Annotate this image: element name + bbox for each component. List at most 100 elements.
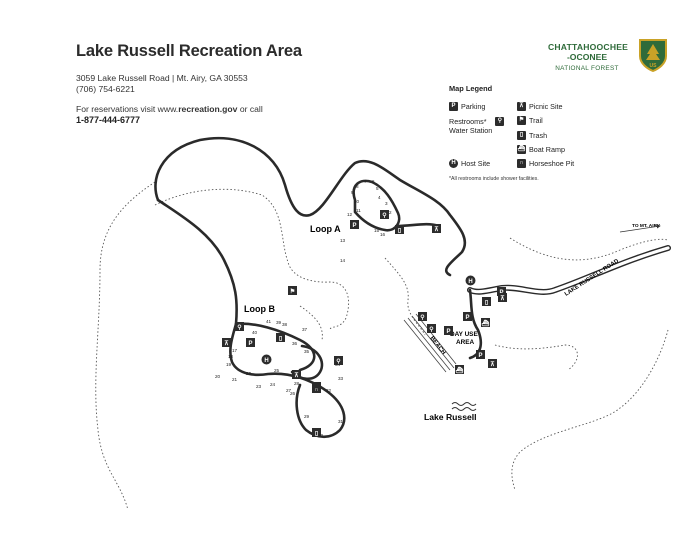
loop-a-label: Loop A	[310, 224, 341, 234]
campsite-number: 3	[385, 201, 388, 206]
campsite-number: 37	[302, 327, 308, 332]
svg-text:⊼: ⊼	[224, 340, 228, 347]
host-site-icon: H	[261, 354, 272, 365]
campsite-number: 10	[354, 199, 360, 204]
trail-icon: ⚑	[517, 116, 526, 125]
boat-ramp-icon: ⛴	[481, 318, 490, 327]
lake-wave-icon	[451, 402, 477, 411]
campsite-number: 22	[246, 371, 252, 376]
svg-text:H: H	[264, 358, 268, 364]
reservations-suffix: or call	[237, 104, 263, 114]
trash-icon: ▯	[482, 297, 491, 306]
phone-toll-free: 1-877-444-6777	[76, 115, 141, 125]
svg-text:▯: ▯	[398, 228, 401, 234]
campsite-number: 13	[340, 238, 346, 243]
campsite-number: 26	[290, 391, 296, 396]
legend-trail: ⚑Trail	[517, 116, 543, 125]
svg-text:⚲: ⚲	[237, 324, 241, 331]
legend-trash: ▯Trash	[517, 131, 547, 140]
campsite-number: 12	[347, 212, 353, 217]
campsite-number: 30	[318, 433, 324, 438]
campsite-number: 39	[276, 320, 282, 325]
svg-text:⊼: ⊼	[294, 372, 298, 379]
page-title: Lake Russell Recreation Area	[76, 42, 302, 60]
legend-label: Restrooms*	[449, 117, 487, 126]
svg-text:⚲: ⚲	[336, 358, 340, 365]
campsite-number: 33	[338, 376, 344, 381]
parking-icon: P	[497, 287, 506, 296]
legend-boat-ramp: ⛴Boat Ramp	[517, 145, 565, 154]
legend-label: Picnic Site	[529, 102, 563, 111]
campsite-number: 24	[270, 382, 276, 387]
legend-label: Horseshoe Pit	[529, 159, 575, 168]
campsite-number: 2	[389, 210, 392, 215]
campsite-number: 21	[232, 377, 238, 382]
legend-horseshoe-pit: ∩Horseshoe Pit	[517, 159, 574, 168]
campsite-number: 6	[372, 179, 375, 184]
host-site-icon: H	[449, 159, 458, 168]
legend-label: Trash	[529, 131, 548, 140]
restroom-icon: ⚲	[380, 210, 389, 219]
picnic-table-icon: ⊼	[498, 293, 507, 302]
campsite-number: 7	[364, 179, 367, 184]
restroom-icon: ⚲	[334, 356, 343, 365]
campsite-number: 32	[326, 388, 332, 393]
legend-label: Trail	[529, 116, 543, 125]
reservations-prefix: For reservations visit www.	[76, 104, 179, 114]
to-mt-airy-label: TO MT. AIRY	[632, 223, 661, 229]
legend-label: Boat Ramp	[529, 145, 565, 154]
campsite-number: 38	[282, 322, 288, 327]
svg-text:⊼: ⊼	[490, 361, 494, 368]
restroom-icon: ⚲	[235, 322, 244, 331]
reservations-site-link[interactable]: recreation.gov	[178, 104, 238, 114]
campsite-number: 35	[304, 349, 310, 354]
parking-icon: P	[444, 326, 453, 335]
brand-line-3: NATIONAL FOREST	[555, 65, 619, 72]
horseshoe-pit-icon: ∩	[517, 159, 526, 168]
forest-brand: CHATTAHOOCHEE -OCONEE NATIONAL FOREST	[548, 42, 628, 72]
campsite-number: 18	[228, 354, 234, 359]
svg-text:▯: ▯	[485, 300, 488, 306]
campsite-number: 34	[335, 362, 341, 367]
campsite-number: 8	[356, 184, 359, 189]
campsite-number: 25	[274, 368, 280, 373]
phone-local: (706) 754-6221	[76, 84, 135, 94]
campsite-number: 4	[378, 195, 381, 200]
campsite-number: 40	[252, 330, 258, 335]
legend-label: Water Station	[449, 126, 493, 135]
trash-icon: ▯	[312, 428, 321, 437]
campsite-number: 36	[292, 341, 298, 346]
campsite-number: 29	[304, 414, 310, 419]
restroom-icon: ⚲	[495, 117, 505, 126]
svg-text:⛴: ⛴	[482, 319, 490, 327]
loop-b-label: Loop B	[244, 304, 275, 314]
campsite-number: 31	[338, 419, 344, 424]
beach-shoreline	[403, 313, 457, 373]
campsite-number: 16	[380, 232, 386, 237]
svg-text:▯: ▯	[315, 431, 318, 437]
svg-text:▯: ▯	[279, 336, 282, 342]
campsite-number: 19	[226, 362, 232, 367]
parking-icon: P	[246, 338, 255, 347]
trash-icon: ▯	[276, 333, 285, 342]
road-label: LAKE RUSSELL ROAD	[564, 258, 620, 297]
facility-icons: P⚲▯⊼HP▯P⊼⚲⊼P▯H⊼⊼∩⚲▯⚲⚑⚲P⛴P⊼⛴	[222, 210, 507, 437]
legend-label: Parking	[461, 102, 486, 111]
campsite-number: 27	[286, 388, 292, 393]
campsite-number: 5	[376, 186, 379, 191]
svg-text:⚲: ⚲	[420, 314, 424, 321]
campsite-number: 28	[294, 381, 300, 386]
day-use-label: DAY USE	[450, 331, 478, 338]
campsite-number: 17	[232, 348, 238, 353]
picnic-table-icon: ⊼	[292, 370, 301, 379]
horseshoe-pit-icon: ∩	[312, 384, 321, 393]
campsite-number: 1	[398, 216, 401, 221]
campsite-number: 11	[356, 208, 361, 213]
svg-text:⛴: ⛴	[456, 366, 464, 374]
picnic-table-icon: ⊼	[432, 224, 441, 233]
legend-label: Host Site	[461, 159, 491, 168]
forest-service-shield-icon: US	[639, 39, 667, 72]
